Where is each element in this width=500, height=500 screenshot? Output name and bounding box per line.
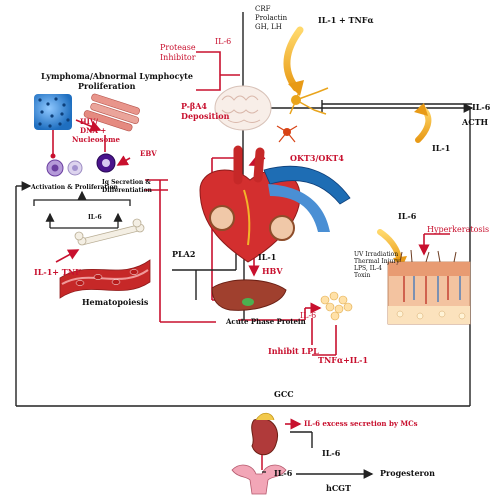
tnfa-il1-label: TNFα+IL-1 — [318, 355, 369, 365]
il1-tnf-label: IL-1+ TNF — [34, 267, 81, 277]
il6-bone-label: IL-6 — [88, 214, 102, 221]
inhibitor-label: Inhibitor — [160, 53, 196, 62]
proliferating-cell-icon — [67, 160, 83, 176]
progesteron-label: Progesteron — [380, 468, 435, 478]
lps-il4-label: LPS, IL-4 — [354, 265, 382, 272]
gcc-label: GCC — [274, 389, 294, 399]
plasma-cell-icon — [96, 153, 116, 173]
kidney-lines — [285, 418, 313, 448]
orange-arrow-top — [283, 26, 304, 92]
pba4-label: P-βA4 — [181, 101, 207, 111]
bone-icon — [74, 218, 145, 246]
il6-mc-label: IL-6 excess secretion by MCs — [304, 419, 418, 428]
il6-bottom-label: IL-6 — [274, 468, 293, 478]
uterus-icon — [231, 464, 287, 495]
muscle-fiber-icon — [83, 93, 140, 132]
dna-label: DNA + — [80, 126, 107, 135]
neuron-icon — [276, 83, 329, 143]
crf-label: CRF — [255, 5, 271, 13]
nucleosome-label: Nucleosome — [72, 135, 121, 144]
ebv-label: EBV — [140, 149, 157, 158]
acute-phase-label: Acute Phase Protein — [226, 317, 306, 326]
progesteron-line — [262, 469, 374, 479]
il6-right-label: IL-6 — [472, 102, 491, 112]
pla2-label: PLA2 — [172, 249, 196, 259]
il6-top-label: IL-6 — [215, 37, 232, 46]
hyperkeratosis-label: Hyperkeratosis — [427, 225, 490, 234]
lymphocyte-cluster-icon — [34, 94, 72, 130]
il1-tnfa-top-label: IL-1 + TNFα — [318, 15, 374, 25]
thermal-injury-label: Thermal Injury — [354, 258, 400, 265]
cells-bracket — [33, 190, 131, 229]
deposition-label: Deposition — [181, 111, 230, 121]
okt-label: OKT3/OKT4 — [290, 153, 344, 163]
hbv-label: HBV — [262, 266, 283, 276]
lymphoma-title-line2: Proliferation — [78, 81, 136, 91]
hiv-label: HIV/ — [80, 117, 98, 126]
liver-icon — [211, 279, 287, 311]
hcgt-label: hCGT — [326, 483, 351, 493]
protease-label: Protease — [160, 43, 196, 52]
lymphoma-title-line1: Lymphoma/Abnormal Lymphocyte — [41, 71, 193, 81]
hyperkeratosis-line — [418, 233, 450, 256]
uv-irradiation-label: UV Irradiation — [354, 251, 399, 258]
differentiation-label: Differentiation — [102, 187, 152, 194]
il6-kidney-label: IL-6 — [322, 448, 341, 458]
ig-secretion-label: Ig Secretion & — [102, 179, 151, 186]
il1-heart-label: IL-1 — [258, 252, 277, 262]
toxin-label: Toxin — [354, 272, 371, 279]
protease-bracket — [196, 51, 240, 91]
kidney-adrenal-icon — [251, 412, 278, 470]
brain-icon — [214, 85, 272, 131]
blood-vessel-icon — [59, 259, 151, 299]
il6-skin-label: IL-6 — [398, 211, 417, 221]
activation-proliferation-label: Activation & Proliferation — [31, 184, 118, 191]
activated-lymphocyte-icon — [46, 159, 64, 177]
skin-section-icon — [387, 249, 471, 325]
heart-icon — [199, 145, 351, 263]
il6-liver-label: IL-6 — [300, 311, 317, 320]
gh-lh-label: GH, LH — [255, 23, 282, 31]
inhibit-lpl-label: Inhibit LPL — [268, 346, 319, 356]
hematopoiesis-label: Hematopoiesis — [82, 297, 149, 307]
fat-cells-icon — [320, 291, 353, 321]
acth-label: ACTH — [462, 117, 489, 127]
prolactin-label: Prolactin — [255, 14, 288, 22]
lpl-lines — [311, 318, 337, 356]
left-feedback-line — [15, 108, 471, 407]
il1-right-label: IL-1 — [432, 143, 451, 153]
